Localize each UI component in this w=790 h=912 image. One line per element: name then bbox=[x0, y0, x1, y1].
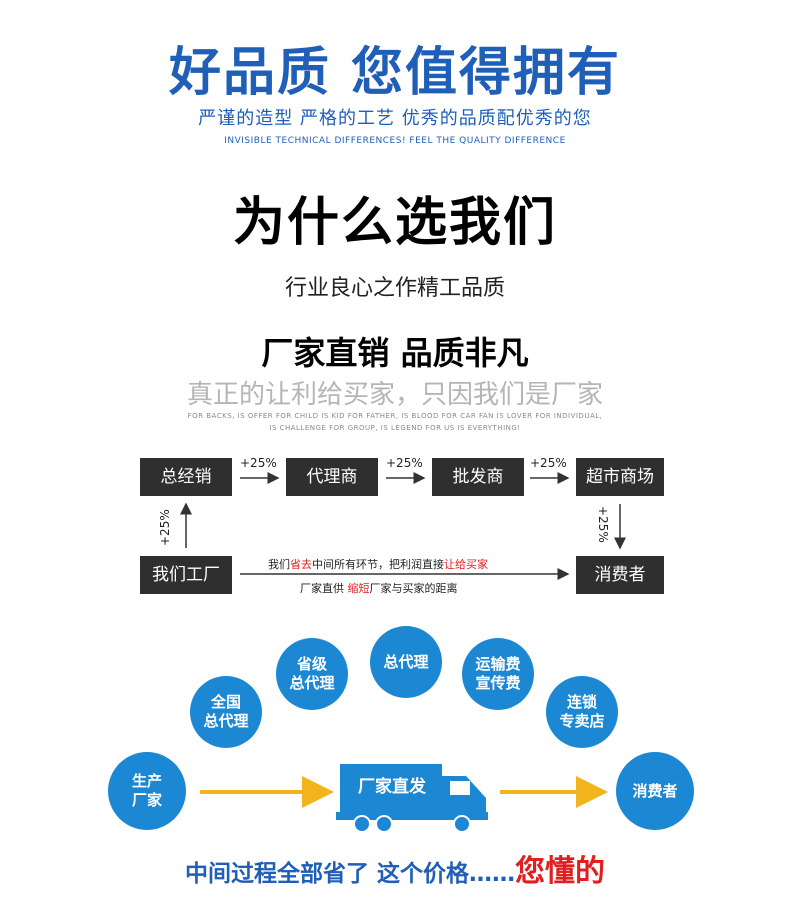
why-title: 为什么选我们 bbox=[232, 193, 557, 253]
markup-label-2: +25% bbox=[386, 456, 423, 470]
english-tagline: INVISIBLE TECHNICAL DIFFERENCES! FEEL TH… bbox=[224, 136, 566, 146]
bubble-national-agent: 全国 总代理 bbox=[190, 676, 262, 748]
bottom-slogan: 中间过程全部省了 这个价格……您懂的 bbox=[0, 846, 790, 890]
box-wholesaler: 批发商 bbox=[432, 458, 524, 496]
markup-label-3: +25% bbox=[530, 456, 567, 470]
markup-label-1: +25% bbox=[240, 456, 277, 470]
bubble-provincial-agent: 省级 总代理 bbox=[276, 638, 348, 710]
note1-part3: 中间所有环节，把利润直接 bbox=[312, 558, 444, 571]
main-subtitle: 严谨的造型 严格的工艺 优秀的品质配优秀的您 bbox=[198, 108, 592, 129]
bubble-general-agent: 总代理 bbox=[370, 626, 442, 698]
bubble-producer: 生产 厂家 bbox=[108, 752, 186, 830]
box-factory: 我们工厂 bbox=[140, 556, 232, 594]
chain-note-2: 厂家直供 缩短厂家与买家的距离 bbox=[300, 580, 458, 596]
bottom-text: 中间过程全部省了 这个价格…… bbox=[184, 861, 515, 887]
note1-part4: 让给买家 bbox=[444, 558, 488, 571]
box-agent: 代理商 bbox=[286, 458, 378, 496]
note2-part1: 厂家直供 bbox=[300, 582, 348, 595]
note1-part1: 我们 bbox=[268, 558, 290, 571]
why-tagline: 行业良心之作精工品质 bbox=[284, 276, 505, 301]
bubble-chain-store: 连锁 专卖店 bbox=[546, 676, 618, 748]
tiny-english-line-2: IS CHALLENGE FOR GROUP, IS LEGEND FOR US… bbox=[269, 424, 521, 432]
bottom-highlight: 您懂的 bbox=[515, 854, 605, 889]
direct-sales-subtitle: 真正的让利给买家，只因我们是厂家 bbox=[186, 380, 603, 410]
tiny-english-line-1: FOR BACKS, IS OFFER FOR CHILD IS KID FOR… bbox=[187, 412, 603, 420]
note2-part3: 厂家与买家的距离 bbox=[369, 582, 458, 595]
box-general-distributor: 总经销 bbox=[140, 458, 232, 496]
note2-part2: 缩短 bbox=[347, 582, 370, 595]
box-supermarket: 超市商场 bbox=[576, 458, 664, 496]
note1-part2: 省去 bbox=[290, 558, 312, 571]
truck-icon bbox=[336, 764, 488, 833]
bubble-consumer: 消费者 bbox=[616, 752, 694, 830]
main-title: 好品质 您值得拥有 bbox=[168, 43, 622, 103]
chain-note-1: 我们省去中间所有环节，把利润直接让给买家 bbox=[268, 556, 488, 572]
direct-sales-title: 厂家直销 品质非凡 bbox=[261, 334, 529, 372]
truck-label: 厂家直发 bbox=[358, 777, 426, 797]
box-consumer: 消费者 bbox=[576, 556, 664, 594]
bubble-shipping: 运输费 宣传费 bbox=[462, 638, 534, 710]
